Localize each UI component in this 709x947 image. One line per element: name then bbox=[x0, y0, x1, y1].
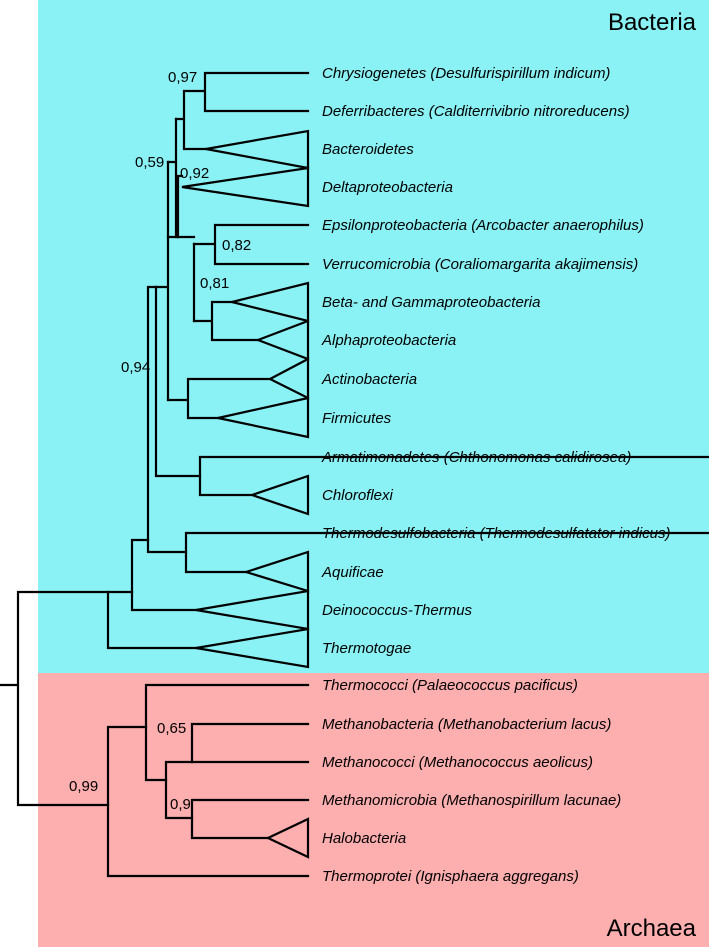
taxon-label: Deferribacteres (Calditerrivibrio nitror… bbox=[322, 103, 630, 120]
clade-betagamma bbox=[231, 281, 310, 323]
support-value: 0,65 bbox=[157, 720, 186, 737]
collapsed-clades bbox=[181, 129, 310, 859]
clade-deltaproteobacteria bbox=[181, 166, 310, 208]
taxon-label: Beta- and Gammaproteobacteria bbox=[322, 294, 540, 311]
taxon-label: Firmicutes bbox=[322, 410, 392, 427]
taxon-labels: Chrysiogenetes (Desulfurispirillum indic… bbox=[321, 65, 671, 885]
clade-actinobacteria bbox=[267, 357, 310, 400]
taxon-label: Thermoprotei (Ignisphaera aggregans) bbox=[322, 868, 579, 885]
clade-deinococcus-thermus bbox=[195, 589, 310, 631]
support-value: 0,94 bbox=[121, 359, 150, 376]
support-values: 0,97 0,59 0,92 0,82 0,81 0,94 0,65 0,9 0… bbox=[69, 69, 251, 813]
tree-branches bbox=[0, 71, 709, 878]
support-value: 0,82 bbox=[222, 237, 251, 254]
taxon-label: Thermodesulfobacteria (Thermodesulfatato… bbox=[322, 525, 671, 542]
clade-chloroflexi bbox=[248, 474, 310, 516]
taxon-label: Chrysiogenetes (Desulfurispirillum indic… bbox=[322, 65, 610, 82]
support-value: 0,81 bbox=[200, 275, 229, 292]
bacteria-region bbox=[38, 0, 709, 673]
taxon-label: Bacteroidetes bbox=[322, 141, 414, 158]
support-value: 0,99 bbox=[69, 778, 98, 795]
taxon-label: Methanobacteria (Methanobacterium lacus) bbox=[322, 716, 611, 733]
taxon-label: Aquificae bbox=[321, 564, 384, 581]
archaea-region bbox=[38, 673, 709, 947]
taxon-label: Methanomicrobia (Methanospirillum lacuna… bbox=[322, 792, 621, 809]
archaea-label: Archaea bbox=[607, 915, 697, 942]
taxon-label: Halobacteria bbox=[322, 830, 406, 847]
support-value: 0,97 bbox=[168, 69, 197, 86]
clade-firmicutes bbox=[217, 396, 310, 439]
taxon-label: Alphaproteobacteria bbox=[321, 332, 456, 349]
taxon-label: Deltaproteobacteria bbox=[322, 179, 453, 196]
clade-aquificae bbox=[242, 550, 310, 593]
support-value: 0,92 bbox=[180, 165, 209, 182]
clade-halobacteria bbox=[265, 817, 310, 859]
taxon-label: Armatimonadetes (Chthonomonas calidirose… bbox=[321, 449, 631, 466]
clade-thermotogae bbox=[195, 627, 310, 669]
bacteria-label: Bacteria bbox=[608, 9, 697, 36]
taxon-label: Thermococci (Palaeococcus pacificus) bbox=[322, 677, 578, 694]
taxon-label: Methanococci (Methanococcus aeolicus) bbox=[322, 754, 593, 771]
clade-bacteroidetes bbox=[205, 129, 310, 170]
taxon-label: Chloroflexi bbox=[322, 487, 394, 504]
support-value: 0,9 bbox=[170, 796, 191, 813]
taxon-label: Deinococcus-Thermus bbox=[322, 602, 473, 619]
taxon-label: Thermotogae bbox=[322, 640, 411, 657]
taxon-label: Actinobacteria bbox=[321, 371, 417, 388]
taxon-label: Epsilonproteobacteria (Arcobacter anaero… bbox=[322, 217, 644, 234]
taxon-label: Verrucomicrobia (Coraliomargarita akajim… bbox=[322, 256, 638, 273]
support-value: 0,59 bbox=[135, 154, 164, 171]
clade-alphaproteobacteria bbox=[254, 319, 310, 361]
